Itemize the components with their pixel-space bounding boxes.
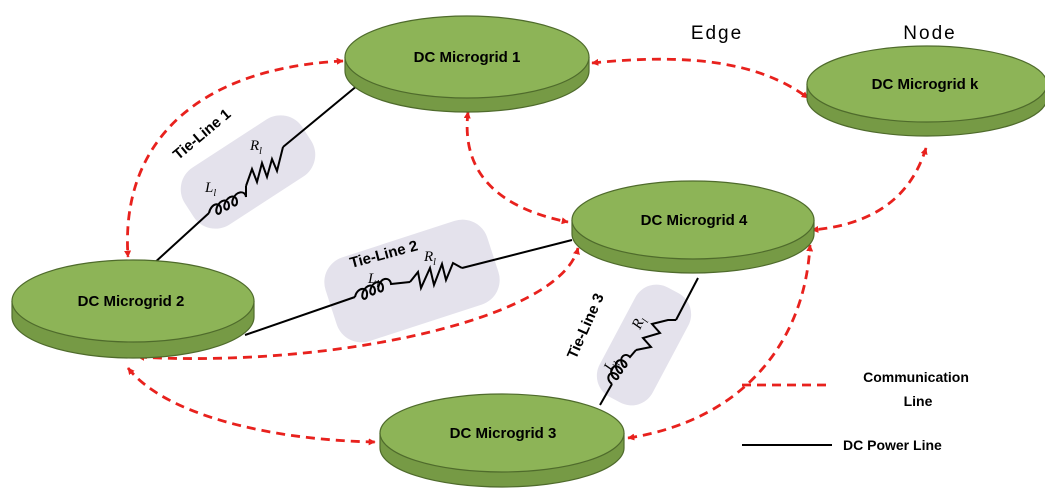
- resistor-subscript: l: [259, 146, 262, 157]
- component-label-l2: Ll: [367, 271, 379, 290]
- comm-mg2-mg4: [137, 247, 580, 361]
- node-label-mg2: DC Microgrid 2: [78, 293, 185, 310]
- legend-power-label: DC Power Line: [843, 437, 942, 453]
- node-dc-microgrid-2[interactable]: DC Microgrid 2: [11, 259, 255, 359]
- inductor-subscript: l: [612, 360, 623, 367]
- node-dc-microgrid-3[interactable]: DC Microgrid 3: [379, 393, 625, 488]
- resistor-symbol: R: [249, 138, 259, 154]
- legend-communication-label-2: Line: [904, 393, 933, 409]
- node-dc-microgrid-4[interactable]: DC Microgrid 4: [571, 180, 815, 274]
- resistor-subscript: l: [640, 317, 651, 324]
- legend: Communication Line DC Power Line: [742, 369, 969, 453]
- component-label-l1: Ll: [204, 180, 216, 199]
- comm-mg1-mgk: [591, 57, 809, 100]
- edge-header: Edge: [691, 23, 743, 44]
- resistor-subscript: l: [433, 257, 436, 268]
- comm-mgk-mg4: [811, 147, 928, 233]
- legend-communication-label-1: Communication: [863, 369, 969, 385]
- node-header: Node: [903, 23, 956, 44]
- svg-text:Ll: Ll: [204, 180, 216, 199]
- inductor-symbol: L: [204, 180, 213, 196]
- tie-line-1-box: [180, 115, 316, 229]
- inductor-subscript: l: [376, 279, 379, 290]
- svg-text:Rl: Rl: [249, 138, 262, 157]
- component-label-r1: Rl: [249, 138, 262, 157]
- inductor-3: [607, 349, 637, 385]
- comm-mg1-mg4: [463, 111, 569, 225]
- node-label-mg4: DC Microgrid 4: [641, 212, 748, 229]
- comm-mg3-mg4: [627, 244, 814, 441]
- node-label-mg3: DC Microgrid 3: [450, 425, 557, 442]
- comm-mg2-mg3: [126, 367, 376, 446]
- svg-text:Rl: Rl: [423, 249, 436, 268]
- communication-lines: [124, 57, 928, 446]
- svg-text:Ll: Ll: [367, 271, 379, 290]
- component-label-r2: Rl: [423, 249, 436, 268]
- node-label-mg1: DC Microgrid 1: [414, 49, 521, 66]
- node-dc-microgrid-k[interactable]: DC Microgrid k: [806, 45, 1045, 137]
- node-label-mgk: DC Microgrid k: [872, 76, 979, 93]
- node-dc-microgrid-1[interactable]: DC Microgrid 1: [344, 15, 590, 113]
- comm-mg1-mg2: [124, 57, 344, 258]
- inductor-subscript: l: [213, 188, 216, 199]
- resistor-symbol: R: [423, 249, 433, 265]
- inductor-symbol: L: [367, 271, 376, 287]
- tie-line-3-label: Tie-Line 3: [564, 291, 608, 362]
